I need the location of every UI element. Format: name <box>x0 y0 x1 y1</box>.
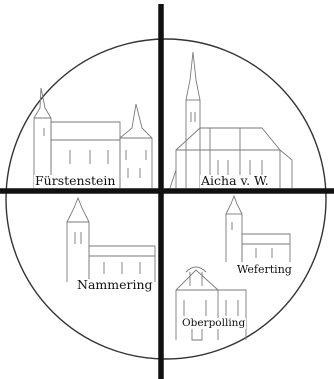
label-weferting: Weferting <box>236 264 293 275</box>
label-nammering: Nammering <box>76 279 154 292</box>
nammering-church-sketch <box>67 198 155 282</box>
label-oberpolling: Oberpolling <box>181 318 246 329</box>
outer-circle <box>6 39 326 359</box>
label-fuerstenstein: Fürstenstein <box>34 175 116 188</box>
label-aicha: Aicha v. W. <box>200 175 270 188</box>
weferting-church-sketch <box>226 196 290 262</box>
oberpolling-church-sketch <box>176 267 246 340</box>
aicha-church-sketch <box>170 52 292 188</box>
